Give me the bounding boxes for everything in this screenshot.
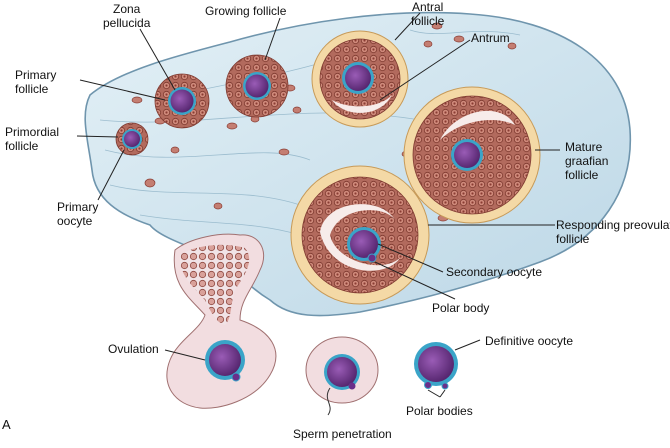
- ovulating-follicle: [166, 233, 277, 409]
- antral-follicle: [311, 30, 409, 128]
- label-secondary-oocyte: Secondary oocyte: [446, 265, 543, 279]
- sperm-penetration-oocyte: [305, 336, 379, 416]
- figure-letter: A: [2, 417, 11, 432]
- label-responding-preovulatory-follicle: Responding preovulatoryfollicle: [556, 218, 670, 246]
- label-antrum: Antrum: [471, 31, 510, 45]
- label-polar-body: Polar body: [432, 301, 490, 315]
- label-definitive-oocyte: Definitive oocyte: [485, 334, 574, 348]
- mature-graafian-follicle: [403, 86, 541, 224]
- preovulatory-follicle: [290, 165, 430, 305]
- leader-lines: [76, 12, 560, 398]
- label-sperm-penetration: Sperm penetration: [293, 427, 392, 441]
- primordial-follicle: [115, 122, 149, 156]
- growing-follicle: [225, 54, 289, 118]
- label-growing-follicle: Growing follicle: [205, 4, 287, 18]
- label-ovulation: Ovulation: [108, 342, 159, 356]
- definitive-oocyte: [414, 342, 458, 390]
- label-polar-bodies: Polar bodies: [406, 404, 473, 418]
- primary-follicle: [154, 73, 210, 129]
